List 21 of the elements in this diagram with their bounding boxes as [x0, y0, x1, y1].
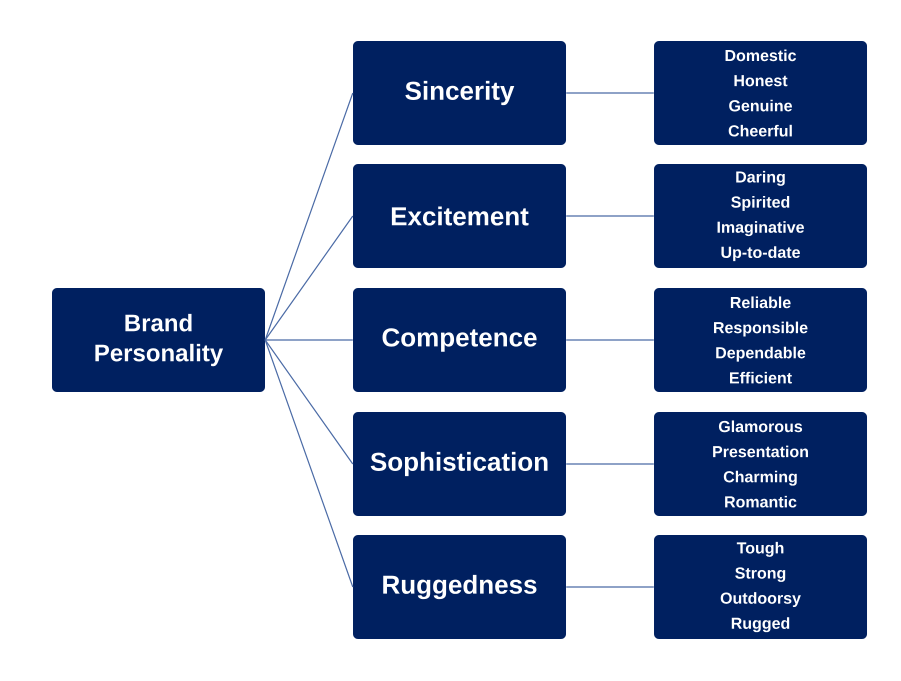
connector-line [264, 340, 354, 588]
trait-box: Tough Strong Outdoorsy Rugged [654, 535, 867, 639]
category-box: Sophistication [353, 412, 566, 516]
connector-line [566, 339, 654, 341]
trait-box: Reliable Responsible Dependable Efficient [654, 288, 867, 392]
connector-line [566, 463, 654, 465]
trait-box: Glamorous Presentation Charming Romantic [654, 412, 867, 516]
connector-line [264, 92, 354, 340]
trait-box: Daring Spirited Imaginative Up-to-date [654, 164, 867, 268]
connector-line [566, 92, 654, 94]
connector-line [264, 340, 354, 464]
category-box: Excitement [353, 164, 566, 268]
connector-line [264, 216, 354, 340]
connector-line [566, 586, 654, 588]
connector-line [265, 339, 353, 341]
category-box: Ruggedness [353, 535, 566, 639]
category-box: Sincerity [353, 41, 566, 145]
trait-box: Domestic Honest Genuine Cheerful [654, 41, 867, 145]
root-box: Brand Personality [52, 288, 265, 392]
connector-line [566, 215, 654, 217]
category-box: Competence [353, 288, 566, 392]
